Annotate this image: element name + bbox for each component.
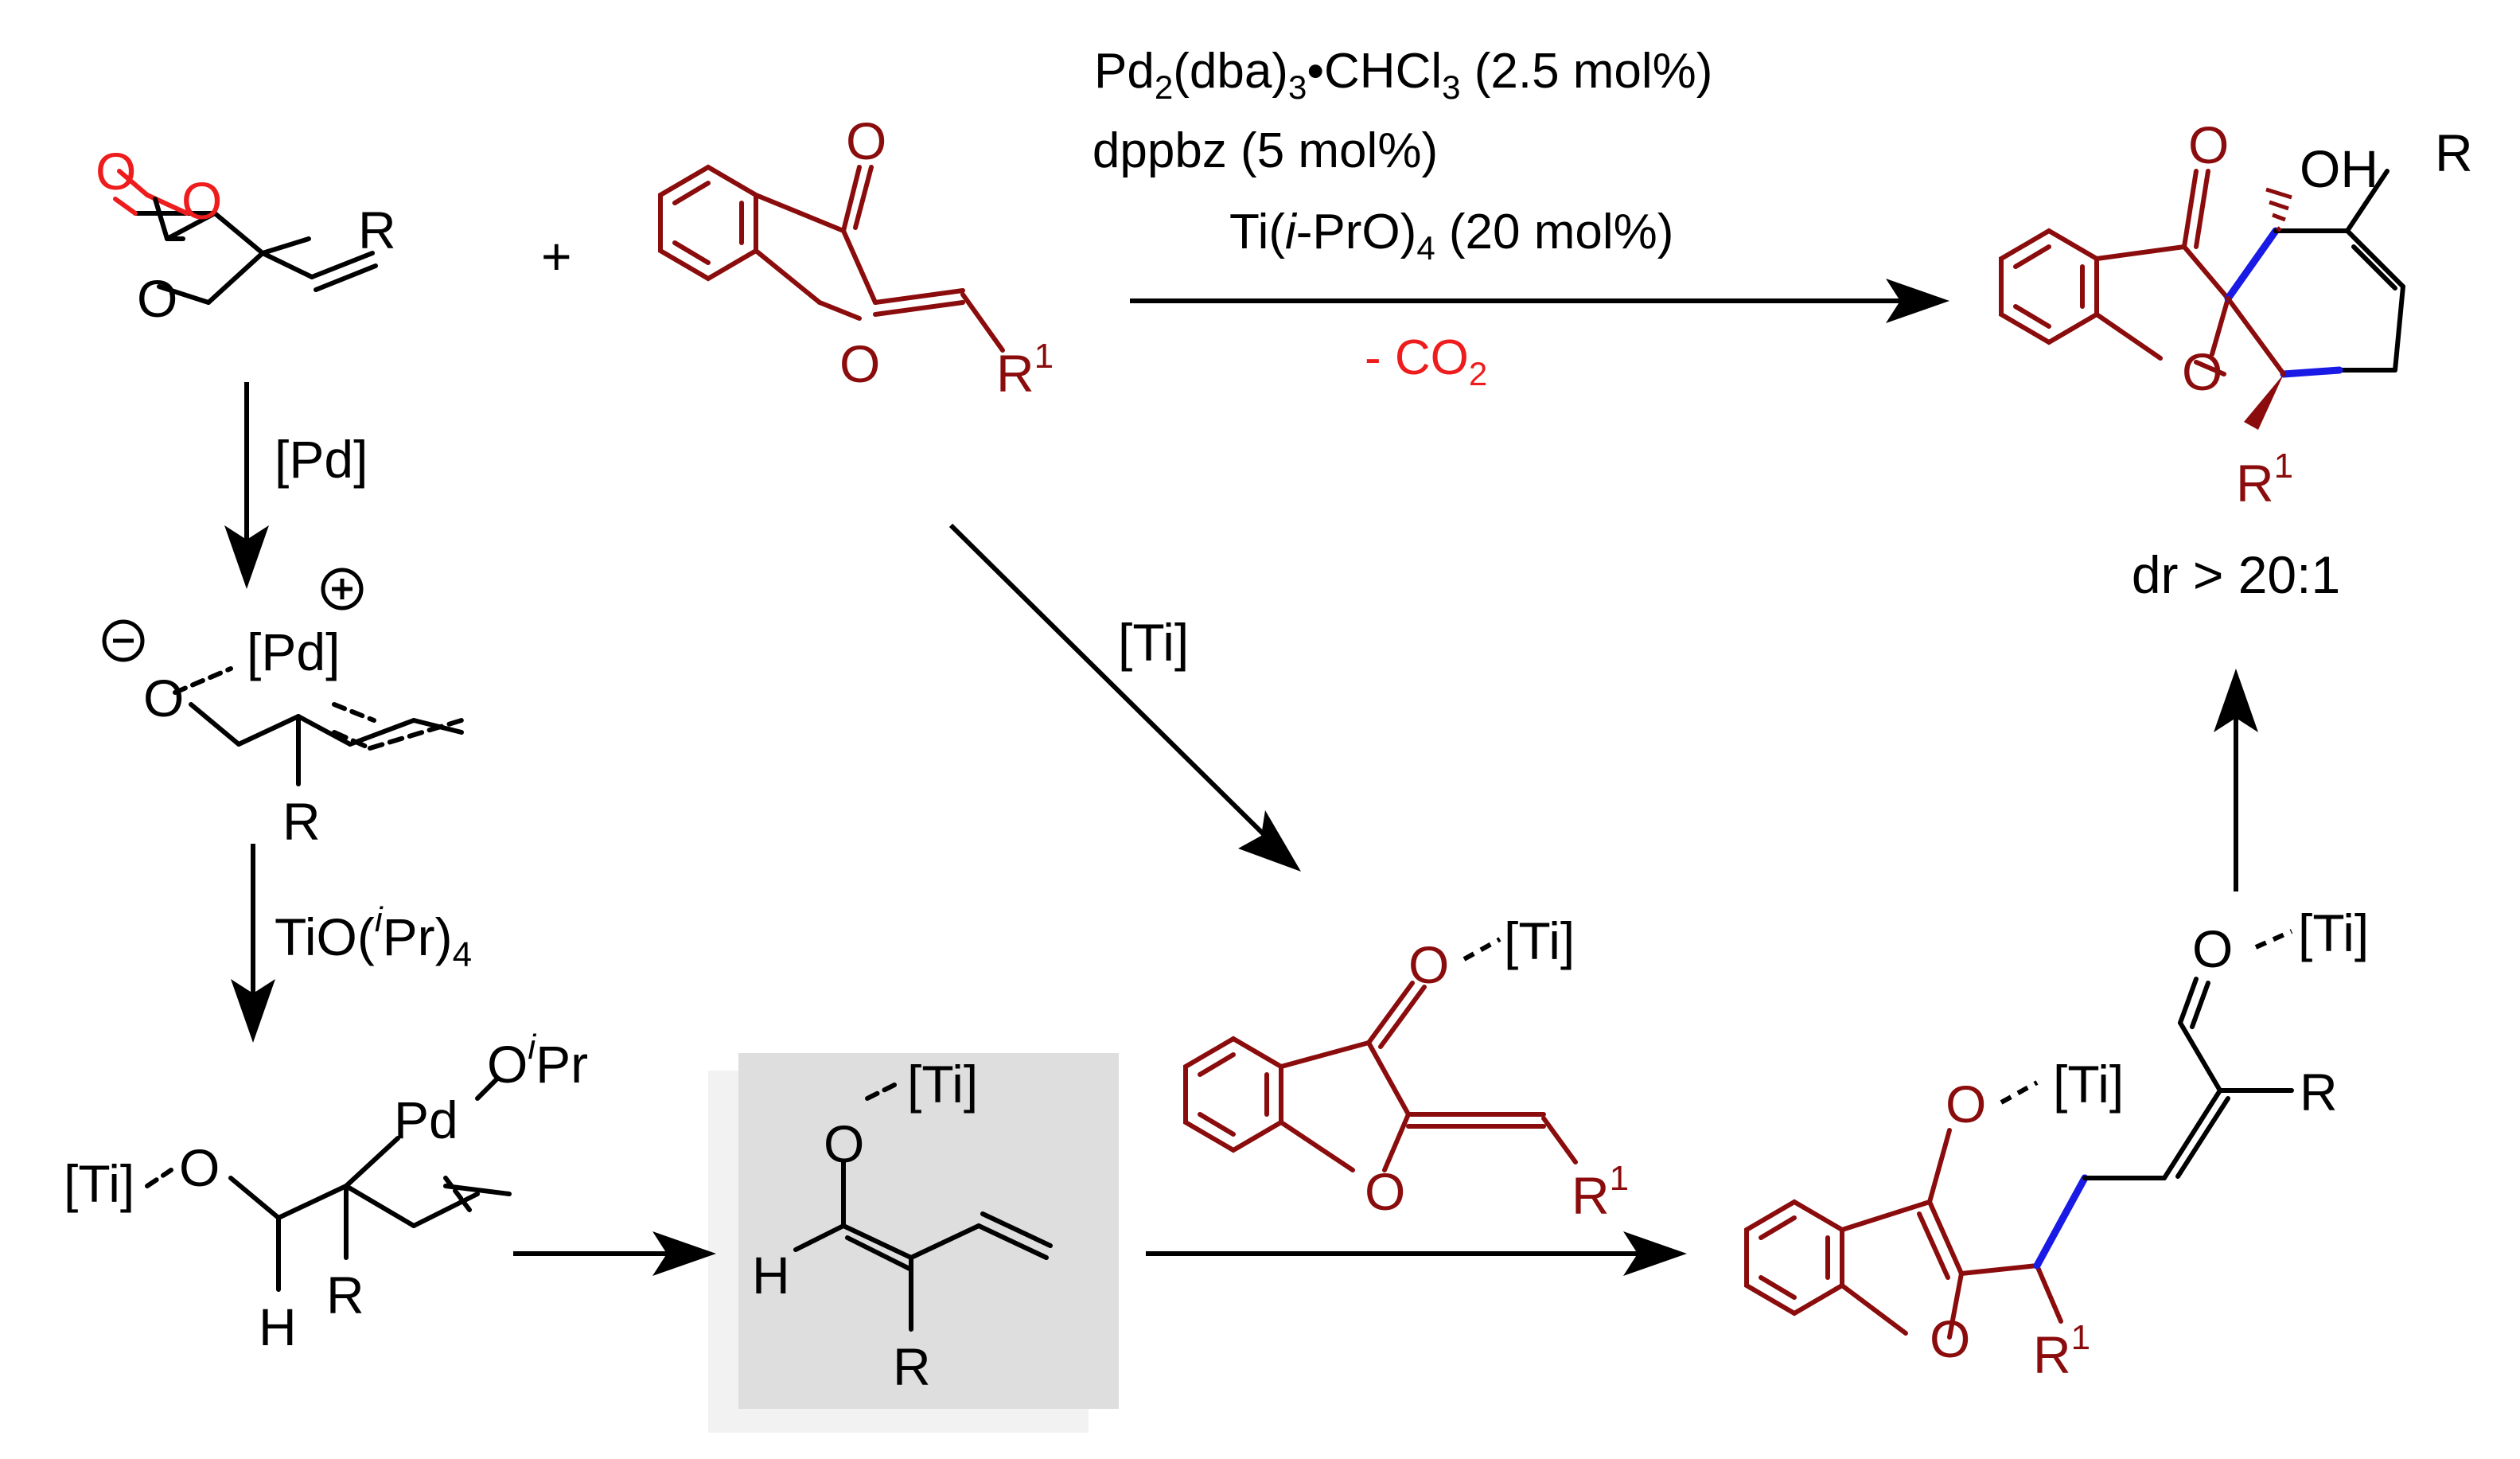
atom-r1-adduct: R1 (2033, 1318, 2090, 1384)
atom-oipr: OiPr (487, 1028, 588, 1094)
atom-o-keto: O (846, 111, 886, 170)
atom-r1-mid: R1 (1572, 1159, 1629, 1225)
condition-lewis-acid: Ti(i-PrO)4 (20 mol%) (1229, 205, 1673, 267)
atom-o-carbonyl: O (95, 142, 136, 201)
atom-r1-product: R1 (2236, 447, 2293, 513)
spiro-product-atoms: O O OH R R1 (2182, 115, 2473, 513)
atom-o-furan-mid: O (1365, 1162, 1405, 1221)
atom-ti-1: [Ti] (64, 1154, 134, 1213)
atom-o-dienolate: O (824, 1114, 864, 1173)
ti-coordination-adduct-1 (2000, 1080, 2039, 1105)
reagent-pd: [Pd] (275, 430, 368, 489)
atom-ti-aldehyde: [Ti] (2298, 903, 2369, 962)
aurone-top-atoms: O O R1 (839, 111, 1054, 403)
atom-r-adduct: R (2300, 1063, 2338, 1122)
vinyl-ethylene-carbonate (113, 169, 378, 305)
atom-r-zwitterion: R (282, 792, 321, 851)
atom-o-product-keto: O (2188, 115, 2229, 174)
plus-charge-icon (321, 568, 364, 611)
hashed-bond-oh (2265, 187, 2292, 232)
atom-o-aldehyde: O (2192, 919, 2233, 978)
carbonate-atoms: O O O R (95, 142, 396, 328)
arrow-pd (224, 382, 269, 589)
ti-pd-atoms: [Ti] O H R Pd OiPr (64, 1028, 588, 1356)
pd-allyl-zwitterion (173, 666, 464, 786)
wedge-bond-r1 (2244, 374, 2284, 430)
spiro-product (1999, 169, 2230, 376)
aurone-top (658, 164, 1005, 353)
atom-ti-aurone: [Ti] (1504, 911, 1575, 970)
reagent-tiopr: TiO(iPr)4 (275, 900, 472, 974)
spiro-cyclohexene (2224, 169, 2405, 378)
atom-ti-dienolate: [Ti] (907, 1055, 978, 1114)
condition-co2-loss: - CO2 (1365, 330, 1487, 392)
atom-r-ti-1: R (326, 1266, 364, 1324)
atom-o-ring-1: O (181, 171, 222, 230)
atom-o-alkoxide: O (143, 669, 184, 728)
zwitterion-charges (102, 568, 364, 662)
atom-r-product: R (2435, 123, 2473, 182)
ti-dienolate-atoms: O [Ti] H R (752, 1055, 978, 1396)
conditions-block: Pd2(dba)3•CHCl3 (2.5 mol%) dppbz (5 mol%… (1093, 44, 1713, 392)
atom-pd: Pd (394, 1090, 458, 1149)
reagent-ti: [Ti] (1118, 613, 1189, 672)
ti-coordination-adduct-2 (2254, 929, 2293, 950)
atom-o-furan: O (839, 334, 880, 393)
condition-ligand: dppbz (5 mol%) (1093, 123, 1438, 178)
atom-r-1: R (358, 201, 396, 259)
atom-o-ti-1: O (179, 1138, 220, 1197)
atom-o-furan-adduct: O (1930, 1309, 1970, 1368)
arrow-cyclization (2214, 669, 2258, 891)
minus-charge-icon (102, 619, 145, 662)
michael-adduct (1744, 1128, 2063, 1340)
highlight-box (738, 1053, 1119, 1409)
atom-oh: OH (2300, 139, 2378, 198)
atom-o-enolate: O (1946, 1075, 1986, 1133)
ti-coordination-mid (1463, 937, 1501, 962)
condition-catalyst: Pd2(dba)3•CHCl3 (2.5 mol%) (1094, 44, 1712, 106)
atom-h-1: H (259, 1297, 297, 1356)
main-arrow (1130, 279, 1949, 323)
diastereomeric-ratio: dr > 20:1 (2132, 545, 2340, 604)
plus-sign: + (541, 227, 572, 286)
ti-pd-intermediate (145, 1076, 512, 1292)
atom-ti-enolate: [Ti] (2053, 1055, 2124, 1114)
zwitterion-atoms: O [Pd] R (143, 622, 340, 851)
aurone-ti-atoms: O [Ti] O R1 (1365, 911, 1629, 1225)
atom-r1-top: R1 (996, 337, 1054, 403)
arrow-tiopr (231, 844, 275, 1043)
atom-o-aurone-ti: O (1408, 935, 1449, 994)
atom-r-dienolate: R (893, 1337, 931, 1396)
atom-o-ring-2: O (137, 269, 177, 328)
ti-dienolate (793, 1080, 1053, 1332)
aurone-ti-activated (1183, 981, 1578, 1172)
atom-h-dienolate: H (752, 1246, 790, 1305)
michael-adduct-atoms: O [Ti] O R1 O [Ti] R (1930, 903, 2369, 1384)
arrow-to-adduct (1146, 1231, 1687, 1276)
adduct-chain (2033, 977, 2294, 1270)
atom-pd-zwitterion: [Pd] (247, 622, 340, 681)
arrow-to-dienol (513, 1231, 716, 1276)
arrow-ti-activation (948, 523, 1301, 872)
atom-o-product-furan: O (2182, 342, 2222, 401)
